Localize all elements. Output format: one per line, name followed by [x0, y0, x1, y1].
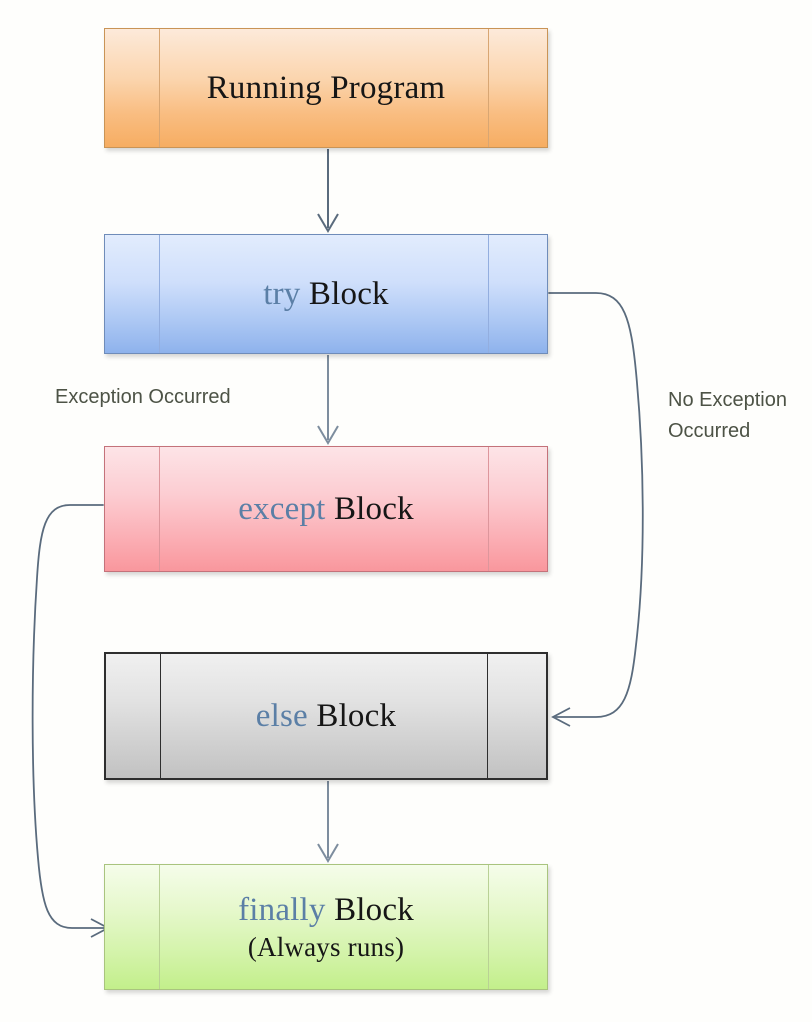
node-try-block-suffix: Block: [300, 275, 389, 312]
node-left-rule: [159, 235, 160, 353]
node-right-rule: [488, 865, 489, 989]
node-right-rule: [487, 654, 488, 778]
keyword-try: try: [263, 275, 301, 312]
node-else-block-suffix: Block: [307, 697, 397, 734]
edge-label-exception-occurred: Exception Occurred: [55, 386, 231, 408]
node-else-block[interactable]: else Block: [104, 652, 548, 780]
node-running-program[interactable]: Running Program: [104, 28, 548, 148]
edge-try-to-except: [317, 355, 339, 445]
keyword-else: else: [255, 697, 308, 734]
node-finally-block[interactable]: finally Block (Always runs): [104, 864, 548, 990]
edge-running-to-try: [317, 149, 339, 233]
keyword-except: except: [238, 490, 326, 527]
node-finally-block-sublabel: (Always runs): [247, 931, 405, 962]
node-finally-block-title: finally Block: [238, 892, 414, 928]
node-right-rule: [488, 29, 489, 147]
node-finally-block-label: finally Block (Always runs): [238, 891, 414, 964]
edge-label-no-exception-occurred: No Exception Occurred: [668, 389, 787, 442]
node-except-block-label: except Block: [238, 490, 414, 529]
node-right-rule: [488, 235, 489, 353]
node-running-program-label: Running Program: [206, 69, 446, 106]
node-except-block-suffix: Block: [325, 490, 414, 527]
node-finally-block-suffix: Block: [325, 891, 414, 928]
node-try-block-label: try Block: [263, 275, 389, 314]
edge-try-to-else: [548, 292, 644, 727]
node-left-rule: [159, 29, 160, 147]
edge-else-to-finally: [317, 781, 339, 863]
node-right-rule: [488, 447, 489, 571]
node-left-rule: [160, 654, 161, 778]
node-left-rule: [159, 447, 160, 571]
node-except-block[interactable]: except Block: [104, 446, 548, 572]
node-try-block[interactable]: try Block: [104, 234, 548, 354]
keyword-finally: finally: [238, 891, 326, 928]
edge-except-to-finally: [31, 504, 110, 938]
node-left-rule: [159, 865, 160, 989]
node-else-block-label: else Block: [256, 697, 396, 736]
